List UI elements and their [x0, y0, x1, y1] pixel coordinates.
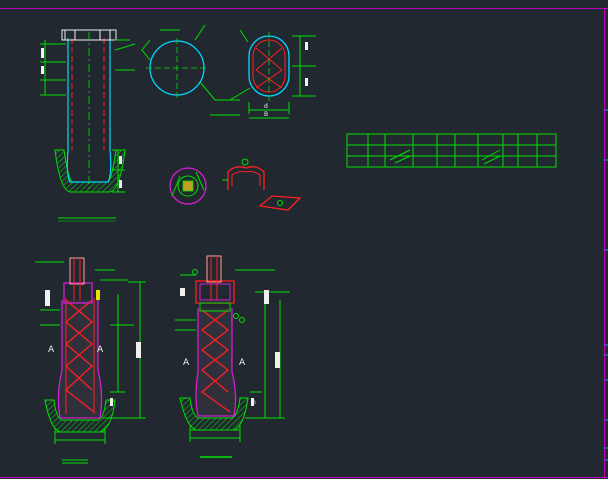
drawing-frame: [0, 8, 608, 478]
section-a-right-label-2: A: [239, 358, 246, 368]
pile-elevation-bottom-left: A A: [35, 257, 146, 464]
pile-elevation-bottom-middle: A A h: [175, 255, 290, 458]
dim-b-label: B: [264, 111, 268, 118]
round-pile-section: [141, 24, 240, 116]
section-a-right-label: A: [97, 345, 104, 355]
plate-detail: [258, 195, 302, 211]
section-a-left-label: A: [48, 345, 55, 355]
section-a-left-label-2: A: [183, 358, 190, 368]
dim-d-label: d: [264, 103, 268, 110]
stirrup-detail: [222, 158, 265, 190]
ring-detail: [169, 167, 207, 205]
oval-pile-section: d B: [229, 29, 316, 119]
dim-h-label: h: [252, 399, 256, 406]
pile-elevation-top-left: [40, 29, 136, 222]
rebar-table: [346, 133, 557, 168]
